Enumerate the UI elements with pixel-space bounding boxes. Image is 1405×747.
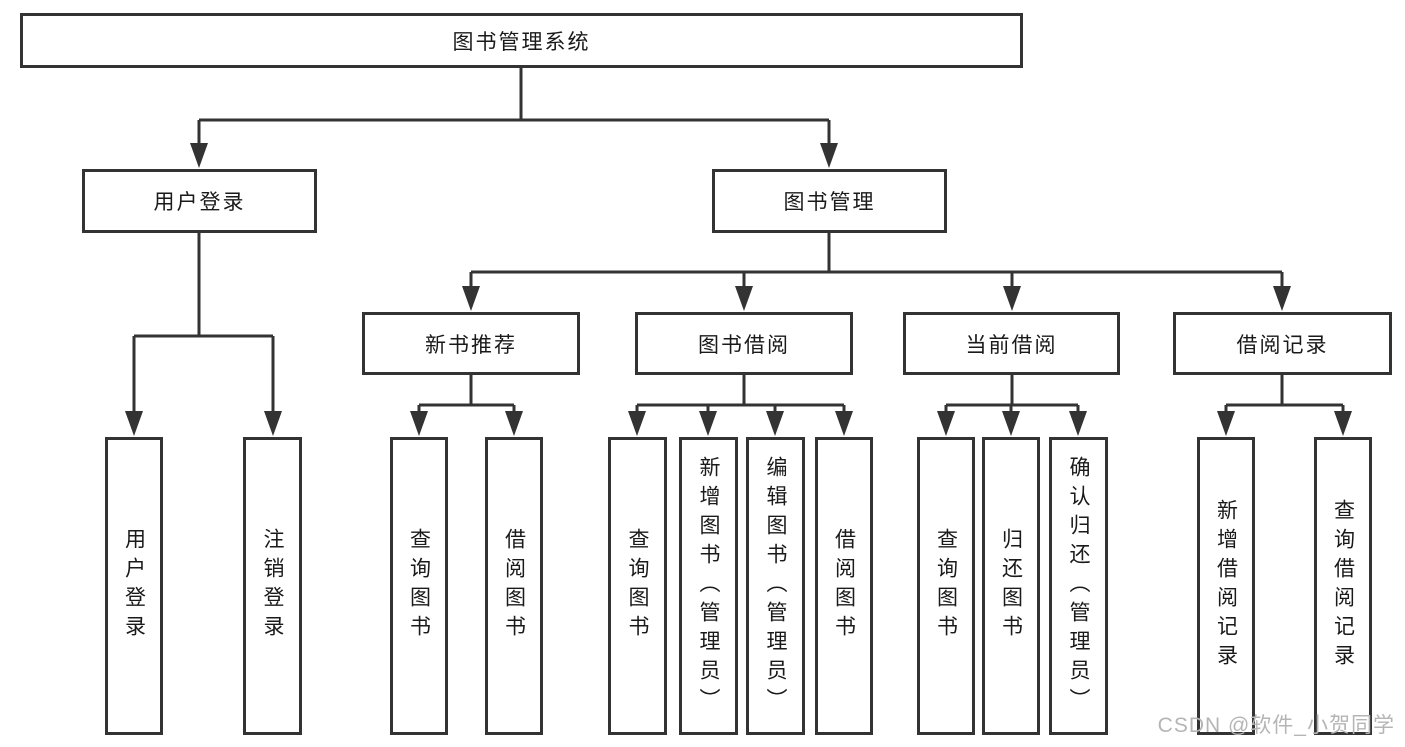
node-user-login: 用户登录	[82, 169, 317, 233]
connector-book-mgmt	[469, 233, 1284, 289]
leaf-confirm-return-admin: 确认归还（管理员）	[1049, 437, 1108, 735]
leaf-confirm-return-admin-label: 确认归还（管理员）	[1067, 455, 1090, 717]
connector-book-borrow	[635, 375, 846, 414]
leaf-borrow-books-2-label: 借阅图书	[832, 528, 856, 644]
node-book-borrow-label: 图书借阅	[698, 333, 790, 357]
leaf-query-borrow-record-label: 查询借阅记录	[1331, 499, 1355, 673]
connector-borrow-records	[1224, 375, 1345, 414]
leaf-user-login: 用户登录	[105, 437, 163, 735]
connector-current-borrow	[944, 375, 1080, 414]
leaf-add-borrow-record-label: 新增借阅记录	[1214, 499, 1238, 673]
node-current-borrow-label: 当前借阅	[965, 333, 1058, 357]
leaf-logout: 注销登录	[243, 437, 302, 735]
node-book-management-label: 图书管理	[783, 191, 876, 214]
node-borrow-records-label: 借阅记录	[1236, 333, 1329, 357]
connector-user-login	[132, 233, 275, 414]
connector-root	[197, 68, 831, 146]
leaf-add-books-admin: 新增图书（管理员）	[679, 437, 738, 735]
arrowheads	[125, 143, 1352, 436]
leaf-logout-label: 注销登录	[261, 528, 284, 644]
node-book-management: 图书管理	[712, 169, 947, 233]
leaf-query-borrow-record: 查询借阅记录	[1314, 437, 1372, 735]
leaf-borrow-books-1: 借阅图书	[485, 437, 543, 735]
leaf-query-books-3: 查询图书	[917, 437, 975, 735]
leaf-query-books-1-label: 查询图书	[407, 528, 431, 644]
leaf-add-borrow-record: 新增借阅记录	[1197, 437, 1255, 735]
node-new-book-recommend-label: 新书推荐	[425, 333, 517, 357]
csdn-watermark: CSDN @软件_小贺同学	[1157, 714, 1395, 737]
node-book-borrow: 图书借阅	[635, 312, 853, 375]
leaf-borrow-books-2: 借阅图书	[815, 437, 873, 735]
leaf-borrow-books-1-label: 借阅图书	[502, 528, 526, 644]
node-root-label: 图书管理系统	[452, 30, 591, 54]
leaf-return-books: 归还图书	[982, 437, 1040, 735]
leaf-query-books-2-label: 查询图书	[626, 528, 649, 644]
node-root: 图书管理系统	[20, 13, 1023, 68]
node-current-borrow: 当前借阅	[903, 312, 1120, 375]
leaf-edit-books-admin-label: 编辑图书（管理员）	[764, 455, 787, 717]
node-borrow-records: 借阅记录	[1173, 312, 1392, 375]
leaf-query-books-2: 查询图书	[608, 437, 667, 735]
leaf-edit-books-admin: 编辑图书（管理员）	[746, 437, 805, 735]
leaf-query-books-1: 查询图书	[390, 437, 448, 735]
leaf-return-books-label: 归还图书	[999, 528, 1023, 644]
leaf-user-login-label: 用户登录	[122, 528, 146, 644]
connector-new-book	[417, 375, 516, 414]
leaf-query-books-3-label: 查询图书	[934, 528, 958, 644]
leaf-add-books-admin-label: 新增图书（管理员）	[697, 455, 720, 717]
node-new-book-recommend: 新书推荐	[362, 312, 580, 375]
node-user-login-label: 用户登录	[153, 191, 246, 214]
